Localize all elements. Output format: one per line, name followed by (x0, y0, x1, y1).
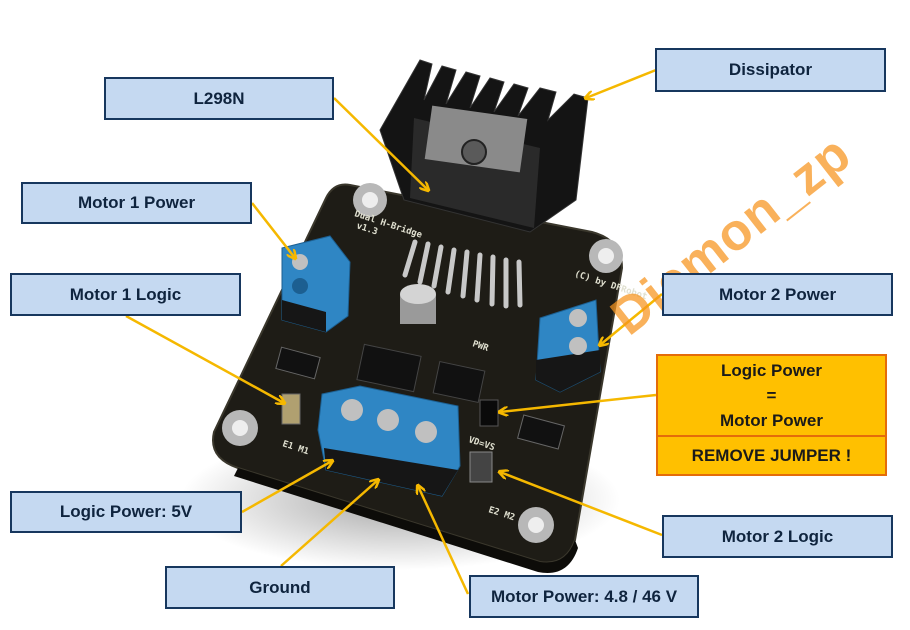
leader-ground (280, 480, 378, 567)
label-motor1-logic: Motor 1 Logic (10, 273, 241, 316)
leader-jumper (500, 393, 657, 412)
label-motor1-power: Motor 1 Power (21, 182, 252, 224)
leader-motor2-power (600, 293, 663, 345)
warning-line1: Logic Power (720, 361, 823, 380)
leader-dissipator (586, 68, 657, 98)
leader-motor-power (418, 486, 470, 595)
silk-pwr: PWR (471, 339, 490, 354)
l298n-pins (402, 239, 523, 309)
label-logic-power-5v: Logic Power: 5V (10, 491, 242, 533)
warning-condition: Logic Power = Motor Power (658, 356, 885, 437)
warning-box: Logic Power = Motor Power REMOVE JUMPER … (656, 354, 887, 476)
label-motor2-logic: Motor 2 Logic (662, 515, 893, 558)
motor1-terminal-block (281, 235, 351, 333)
motor2-terminal-block (535, 299, 601, 393)
mounting-holes (222, 183, 623, 543)
leader-motor1-power (251, 202, 295, 258)
label-ground: Ground (165, 566, 395, 609)
label-motor2-power: Motor 2 Power (662, 273, 893, 316)
pcb-edge (234, 468, 578, 573)
leader-l298n (333, 97, 428, 190)
warning-line2: = (766, 386, 777, 405)
warning-line3: Motor Power (720, 411, 823, 430)
label-motor-power: Motor Power: 4.8 / 46 V (469, 575, 699, 618)
label-l298n: L298N (104, 77, 334, 120)
capacitor (400, 284, 436, 324)
warning-action: REMOVE JUMPER ! (691, 446, 852, 465)
smd-components (275, 343, 566, 483)
leader-logic-power-5v (241, 461, 332, 514)
heatsink (379, 59, 589, 233)
label-dissipator: Dissipator (655, 48, 886, 92)
leader-motor2-logic (500, 472, 663, 537)
leader-motor1-logic (125, 314, 284, 403)
